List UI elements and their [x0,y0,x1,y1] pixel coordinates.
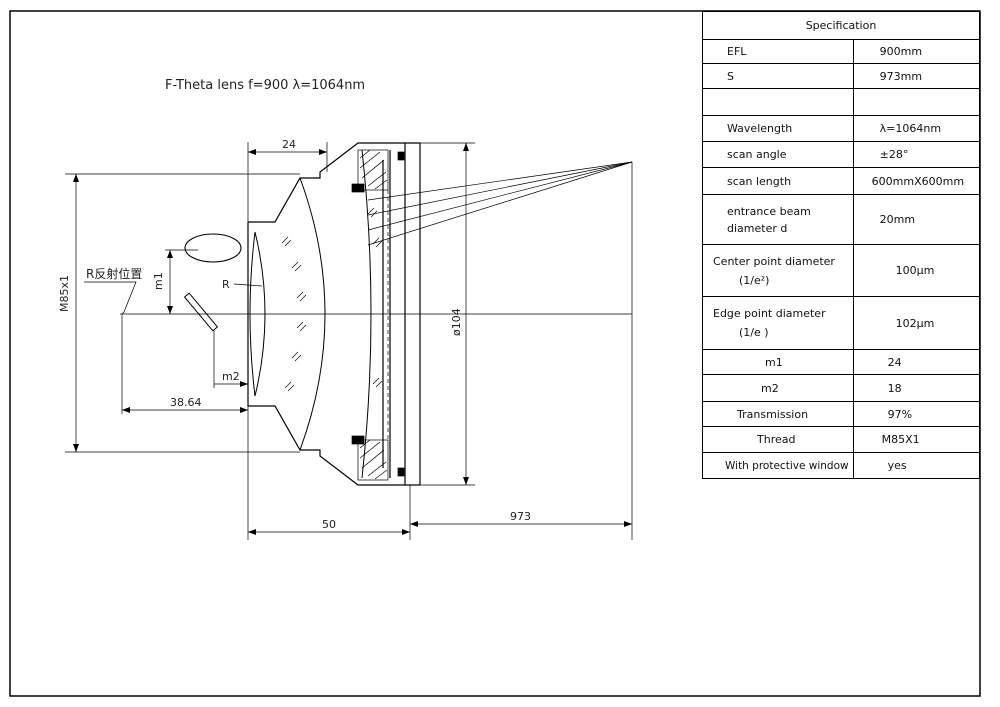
table-row: entrance beam diameter d 20mm [702,194,981,245]
spec-label: m2 [702,374,854,402]
rear-lens-surface [361,149,372,479]
spec-label-line2: (1/e²) [739,273,770,287]
table-row: scan length 600mmX600mm [702,167,981,195]
spec-label-line2: diameter d [727,221,788,235]
spec-label: scan angle [702,141,854,168]
dim-24-label: 24 [282,138,296,151]
spec-title: Specification [702,11,980,40]
dim-m2-label: m2 [222,370,240,383]
table-row: m1 24 [702,349,981,375]
dim-m85-label: M85x1 [58,275,71,312]
spec-value: ±28° [852,141,981,168]
lens-housing [247,142,421,486]
table-row [702,88,981,116]
spec-value: 97% [852,401,981,427]
dim-50-label: 50 [322,518,336,531]
dim-38-label: 38.64 [170,396,202,409]
spec-label: Thread [702,426,854,453]
spec-value: λ=1064nm [852,115,981,142]
spec-label-line2: (1/e ) [739,326,769,339]
spec-label: Transmission [702,401,854,427]
diameter-label: ø104 [450,308,463,336]
spec-value: 600mmX600mm [852,167,981,195]
scan-beams [367,161,633,246]
radius-label: R [222,278,230,291]
spec-value: 973mm [852,63,981,89]
spec-label: With protective window [702,452,854,479]
spec-label: Edge point diameter (1/e ) [702,296,854,350]
dim-973-label: 973 [510,510,531,523]
spec-label: entrance beam diameter d [702,194,854,245]
table-row: m2 18 [702,374,981,402]
spec-table: Specification EFL 900mm S 973mm Waveleng… [702,11,981,479]
spec-label-line1: entrance beam [727,204,811,218]
drawing-title: F-Theta lens f=900 λ=1064nm [165,78,365,93]
front-lens [299,177,326,451]
spec-value: 100μm [852,244,981,297]
entrance-lens [249,231,266,397]
arrowheads [73,143,632,535]
table-row: scan angle ±28° [702,141,981,168]
table-row: Center point diameter (1/e²) 100μm [702,244,981,297]
table-row: S 973mm [702,63,981,89]
spec-label: scan length [702,167,854,195]
spec-label: S [702,63,854,89]
table-row: Thread M85X1 [702,426,981,453]
table-row: Transmission 97% [702,401,981,427]
spec-label: Wavelength [702,115,854,142]
glass-hatch [281,207,383,392]
dim-m1-label: m1 [152,272,165,290]
spec-value: 24 [852,349,981,375]
table-row: Wavelength λ=1064nm [702,115,981,142]
page-frame [9,10,981,697]
table-row: Edge point diameter (1/e ) 102μm [702,296,981,350]
spec-value: yes [852,452,981,479]
spec-header-row: Specification [702,11,980,40]
spec-value [852,88,981,116]
mirror-plate [183,292,219,332]
mount-hatching [351,149,405,481]
mirror-ellipse [184,233,242,263]
table-row: EFL 900mm [702,39,981,64]
spec-label [702,88,854,116]
spec-label-line1: Center point diameter [713,254,835,268]
spec-label: EFL [702,39,854,64]
mirror-note-label: R反射位置 [86,266,142,281]
spec-value: M85X1 [852,426,981,453]
spec-label-line1: Edge point diameter [713,307,826,320]
spec-value: 20mm [852,194,981,245]
spec-value: 18 [852,374,981,402]
spec-label: m1 [702,349,854,375]
spec-value: 102μm [852,296,981,350]
dimension-lines [65,142,633,540]
table-row: With protective window yes [702,452,981,479]
spec-label: Center point diameter (1/e²) [702,244,854,297]
spec-value: 900mm [852,39,981,64]
